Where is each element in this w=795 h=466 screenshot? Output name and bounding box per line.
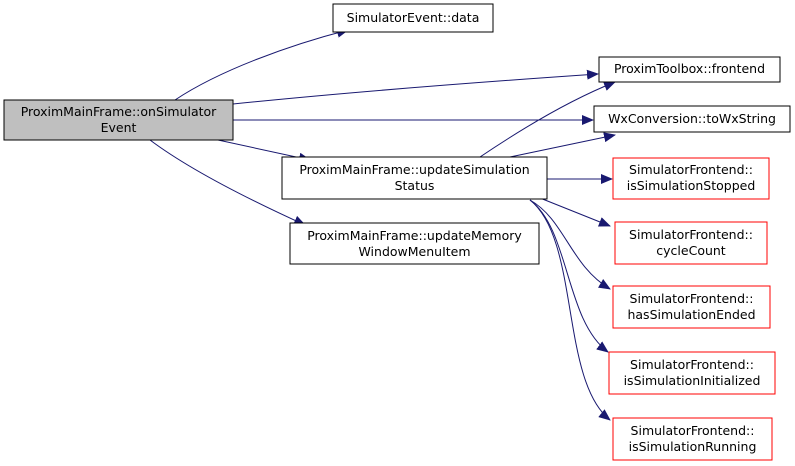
node-label-line: SimulatorFrontend:: — [631, 423, 755, 438]
node-label-line: SimulatorFrontend:: — [629, 162, 753, 177]
edge-status-to-toolbox-frontend — [479, 81, 616, 158]
edge-status-to-to-wx-string — [509, 132, 616, 158]
node-label-line: Status — [395, 178, 435, 193]
node-label-line: Event — [101, 120, 137, 135]
edge-root-to-event-data — [174, 27, 349, 101]
node-proxim-toolbox-frontend[interactable]: ProximToolbox::frontend — [598, 56, 781, 83]
node-update-memory-window-menu-item[interactable]: ProximMainFrame::updateMemory WindowMenu… — [289, 222, 540, 265]
edge-status-to-is-sim-running — [529, 199, 611, 421]
node-cycle-count[interactable]: SimulatorFrontend:: cycleCount — [614, 221, 768, 265]
node-label-line: ProximMainFrame::updateMemory — [307, 228, 522, 243]
node-is-simulation-stopped[interactable]: SimulatorFrontend:: isSimulationStopped — [612, 157, 770, 200]
node-label-line: ProximMainFrame::onSimulator — [21, 104, 217, 119]
node-label-line: SimulatorFrontend:: — [630, 291, 754, 306]
node-label-line: cycleCount — [656, 243, 726, 258]
node-label-line: WxConversion::toWxString — [608, 111, 776, 126]
edge-status-to-is-sim-initialized — [529, 199, 609, 353]
node-simulator-event-data[interactable]: SimulatorEvent::data — [332, 3, 494, 33]
node-label-line: SimulatorFrontend:: — [629, 227, 753, 242]
node-is-simulation-initialized[interactable]: SimulatorFrontend:: isSimulationInitiali… — [608, 351, 776, 395]
node-label-line: WindowMenuItem — [358, 244, 470, 259]
node-wx-conversion-to-wx-string[interactable]: WxConversion::toWxString — [593, 105, 791, 133]
edge-root-to-toolbox-frontend — [232, 69, 599, 105]
node-label-line: hasSimulationEnded — [627, 307, 755, 322]
edge-status-to-cycle-count — [539, 197, 611, 227]
node-label-line: ProximToolbox::frontend — [614, 61, 765, 76]
node-has-simulation-ended[interactable]: SimulatorFrontend:: hasSimulationEnded — [612, 285, 771, 329]
node-label-line: isSimulationRunning — [629, 439, 757, 454]
node-label-line: isSimulationStopped — [627, 178, 756, 193]
edge-root-to-update-memory-menu — [149, 139, 306, 226]
node-is-simulation-running[interactable]: SimulatorFrontend:: isSimulationRunning — [612, 417, 773, 461]
node-on-simulator-event[interactable]: ProximMainFrame::onSimulator Event — [3, 99, 234, 141]
node-label-line: SimulatorEvent::data — [347, 10, 480, 25]
edge-status-to-has-sim-ended — [529, 199, 611, 290]
node-label-line: SimulatorFrontend:: — [630, 357, 754, 372]
node-label-line: isSimulationInitialized — [624, 373, 761, 388]
node-label-line: ProximMainFrame::updateSimulation — [299, 162, 529, 177]
node-update-simulation-status[interactable]: ProximMainFrame::updateSimulation Status — [281, 156, 548, 200]
